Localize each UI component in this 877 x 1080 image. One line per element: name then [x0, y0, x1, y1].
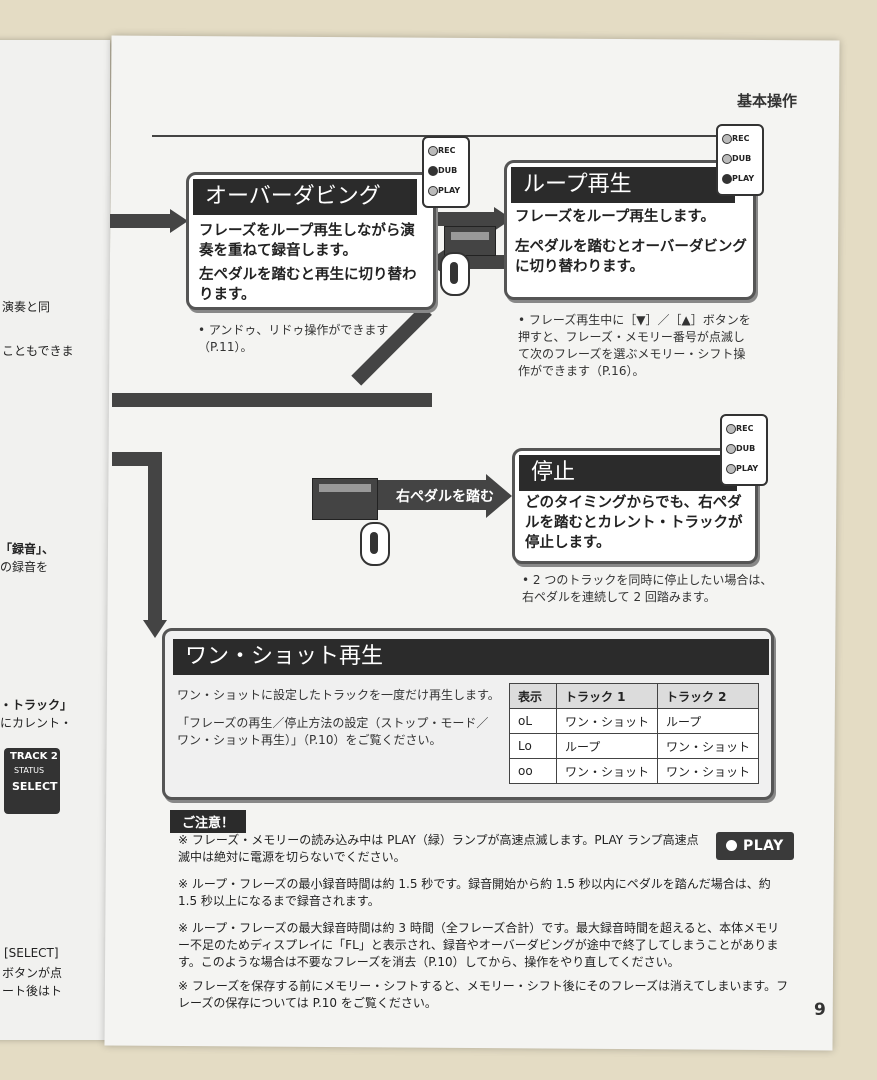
select-label: SELECT — [12, 780, 58, 793]
flow-arrow-line — [148, 452, 162, 622]
flow-arrow-line — [110, 214, 172, 228]
loop-play-body-1: フレーズをループ再生します。 — [515, 209, 715, 225]
table-cell: ワン・ショット — [657, 733, 759, 759]
flow-arrow-head — [170, 209, 188, 233]
caution-item: ※ フレーズ・メモリーの読み込み中は PLAY（緑）ランプが高速点滅します。PL… — [178, 833, 699, 864]
rec-label: REC — [736, 424, 754, 433]
dub-led — [726, 444, 736, 454]
foot-pedal-icon — [360, 522, 390, 566]
right-pedal-label: 右ペダルを踏む — [396, 489, 494, 505]
stop-title: 停止 — [519, 455, 737, 491]
flow-arrow-line — [436, 212, 496, 226]
rec-label: REC — [732, 134, 750, 143]
dub-led — [722, 154, 732, 164]
overdub-body-1: フレーズをループ再生しながら演奏を重ねて録音します。 — [199, 223, 415, 259]
play-label: PLAY — [736, 464, 759, 473]
table-header-row: 表示 トラック 1 トラック 2 — [509, 683, 759, 709]
status-label: STATUS — [14, 766, 45, 775]
play-label: PLAY — [732, 174, 755, 183]
left-page-text: ート後はト — [2, 984, 63, 998]
overdub-note: • アンドゥ、リドゥ操作ができます（P.11）。 — [198, 323, 389, 354]
left-page-text: 演奏と同 — [2, 300, 51, 314]
table-cell: oo — [509, 758, 557, 784]
stop-box: 停止 どのタイミングからでも、右ペダルを踏むとカレント・トラックが停止します。 — [512, 448, 758, 564]
loop-play-box: ループ再生 フレーズをループ再生します。 左ペダルを踏むとオーバーダビングに切り… — [504, 160, 756, 300]
table-header: 表示 — [509, 683, 557, 709]
play-led — [428, 186, 438, 196]
table-cell: ワン・ショット — [556, 758, 658, 784]
table-cell: ワン・ショット — [556, 708, 658, 734]
one-shot-body-1: ワン・ショットに設定したトラックを一度だけ再生します。 — [177, 688, 500, 702]
left-page-text: ボタンが点 — [2, 966, 63, 980]
right-pedal-arrow-head — [486, 474, 512, 518]
table-row: oo ワン・ショット ワン・ショット — [509, 758, 759, 784]
page-number: 9 — [814, 1000, 826, 1020]
play-lamp-label: PLAY — [743, 838, 784, 854]
rec-label: REC — [438, 146, 456, 155]
rec-led — [722, 134, 732, 144]
table-cell: Lo — [509, 733, 557, 759]
section-title: 基本操作 — [736, 92, 797, 110]
play-label: PLAY — [438, 186, 461, 195]
foot-pedal-icon — [440, 252, 470, 296]
track2-panel: TRACK 2 STATUS SELECT — [4, 748, 60, 814]
overdub-mode-indicator: REC DUB PLAY — [422, 136, 470, 208]
dub-led — [428, 166, 438, 176]
flow-arrow-head — [143, 620, 167, 638]
loop-play-note: • フレーズ再生中に［▼］／［▲］ボタンを押すと、フレーズ・メモリー番号が点滅し… — [518, 313, 751, 378]
left-page-text: ・トラック」 — [0, 698, 73, 712]
caution-label: ご注意！ — [170, 810, 247, 833]
table-row: oL ワン・ショット ループ — [509, 708, 759, 734]
table-row: Lo ループ ワン・ショット — [509, 733, 759, 759]
left-page-text: にカレント・ — [0, 716, 73, 730]
left-page-text: こともできま — [2, 344, 74, 358]
device-icon — [312, 478, 378, 520]
device-icon — [444, 226, 496, 256]
loop-play-mode-indicator: REC DUB PLAY — [716, 124, 764, 196]
caution-item: ※ フレーズを保存する前にメモリー・シフトすると、メモリー・シフト後にそのフレー… — [178, 979, 789, 1010]
right-pedal-arrow — [378, 480, 488, 510]
table-cell: oL — [509, 708, 557, 734]
left-page-text: [SELECT] — [4, 946, 59, 960]
left-page-text: の録音を — [0, 560, 49, 574]
one-shot-table: 表示 トラック 1 トラック 2 oL ワン・ショット ループ Lo ループ ワ… — [509, 683, 759, 784]
stop-note: • 2 つのトラックを同時に停止したい場合は、右ペダルを連続して 2 回踏みます… — [522, 573, 773, 604]
table-cell: ワン・ショット — [657, 758, 759, 784]
one-shot-box: ワン・ショット再生 ワン・ショットに設定したトラックを一度だけ再生します。 「フ… — [162, 628, 774, 800]
table-cell: ループ — [556, 733, 658, 759]
table-header: トラック 2 — [657, 683, 759, 709]
caution-item: ※ ループ・フレーズの最小録音時間は約 1.5 秒です。録音開始から約 1.5 … — [178, 877, 771, 908]
loop-play-title: ループ再生 — [511, 167, 735, 203]
stop-body: どのタイミングからでも、右ペダルを踏むとカレント・トラックが停止します。 — [525, 495, 743, 551]
stop-mode-indicator: REC DUB PLAY — [720, 414, 768, 486]
rec-led — [428, 146, 438, 156]
overdub-body-2: 左ペダルを踏むと再生に切り替わります。 — [199, 267, 417, 303]
caution-item: ※ ループ・フレーズの最大録音時間は約 3 時間（全フレーズ合計）です。最大録音… — [178, 921, 780, 969]
overdub-box: オーバーダビング フレーズをループ再生しながら演奏を重ねて録音します。 左ペダル… — [186, 172, 436, 310]
play-lamp-badge: PLAY — [716, 832, 794, 860]
one-shot-title: ワン・ショット再生 — [173, 639, 769, 675]
dub-label: DUB — [736, 444, 756, 453]
table-header: トラック 1 — [556, 683, 658, 709]
dub-label: DUB — [732, 154, 752, 163]
play-led — [726, 464, 736, 474]
one-shot-body-2: 「フレーズの再生／停止方法の設定（ストップ・モード／ワン・ショット再生）」（P.… — [177, 716, 489, 747]
rec-led — [726, 424, 736, 434]
flow-arrow-line — [112, 393, 432, 407]
overdub-title: オーバーダビング — [193, 179, 417, 215]
loop-play-body-2: 左ペダルを踏むとオーバーダビングに切り替わります。 — [515, 239, 747, 275]
play-lamp-icon — [726, 840, 737, 851]
dub-label: DUB — [438, 166, 458, 175]
track2-label: TRACK 2 — [10, 751, 58, 762]
left-page — [0, 40, 110, 1040]
table-cell: ループ — [657, 708, 759, 734]
play-led — [722, 174, 732, 184]
left-page-text: 「録音」、 — [0, 542, 55, 556]
